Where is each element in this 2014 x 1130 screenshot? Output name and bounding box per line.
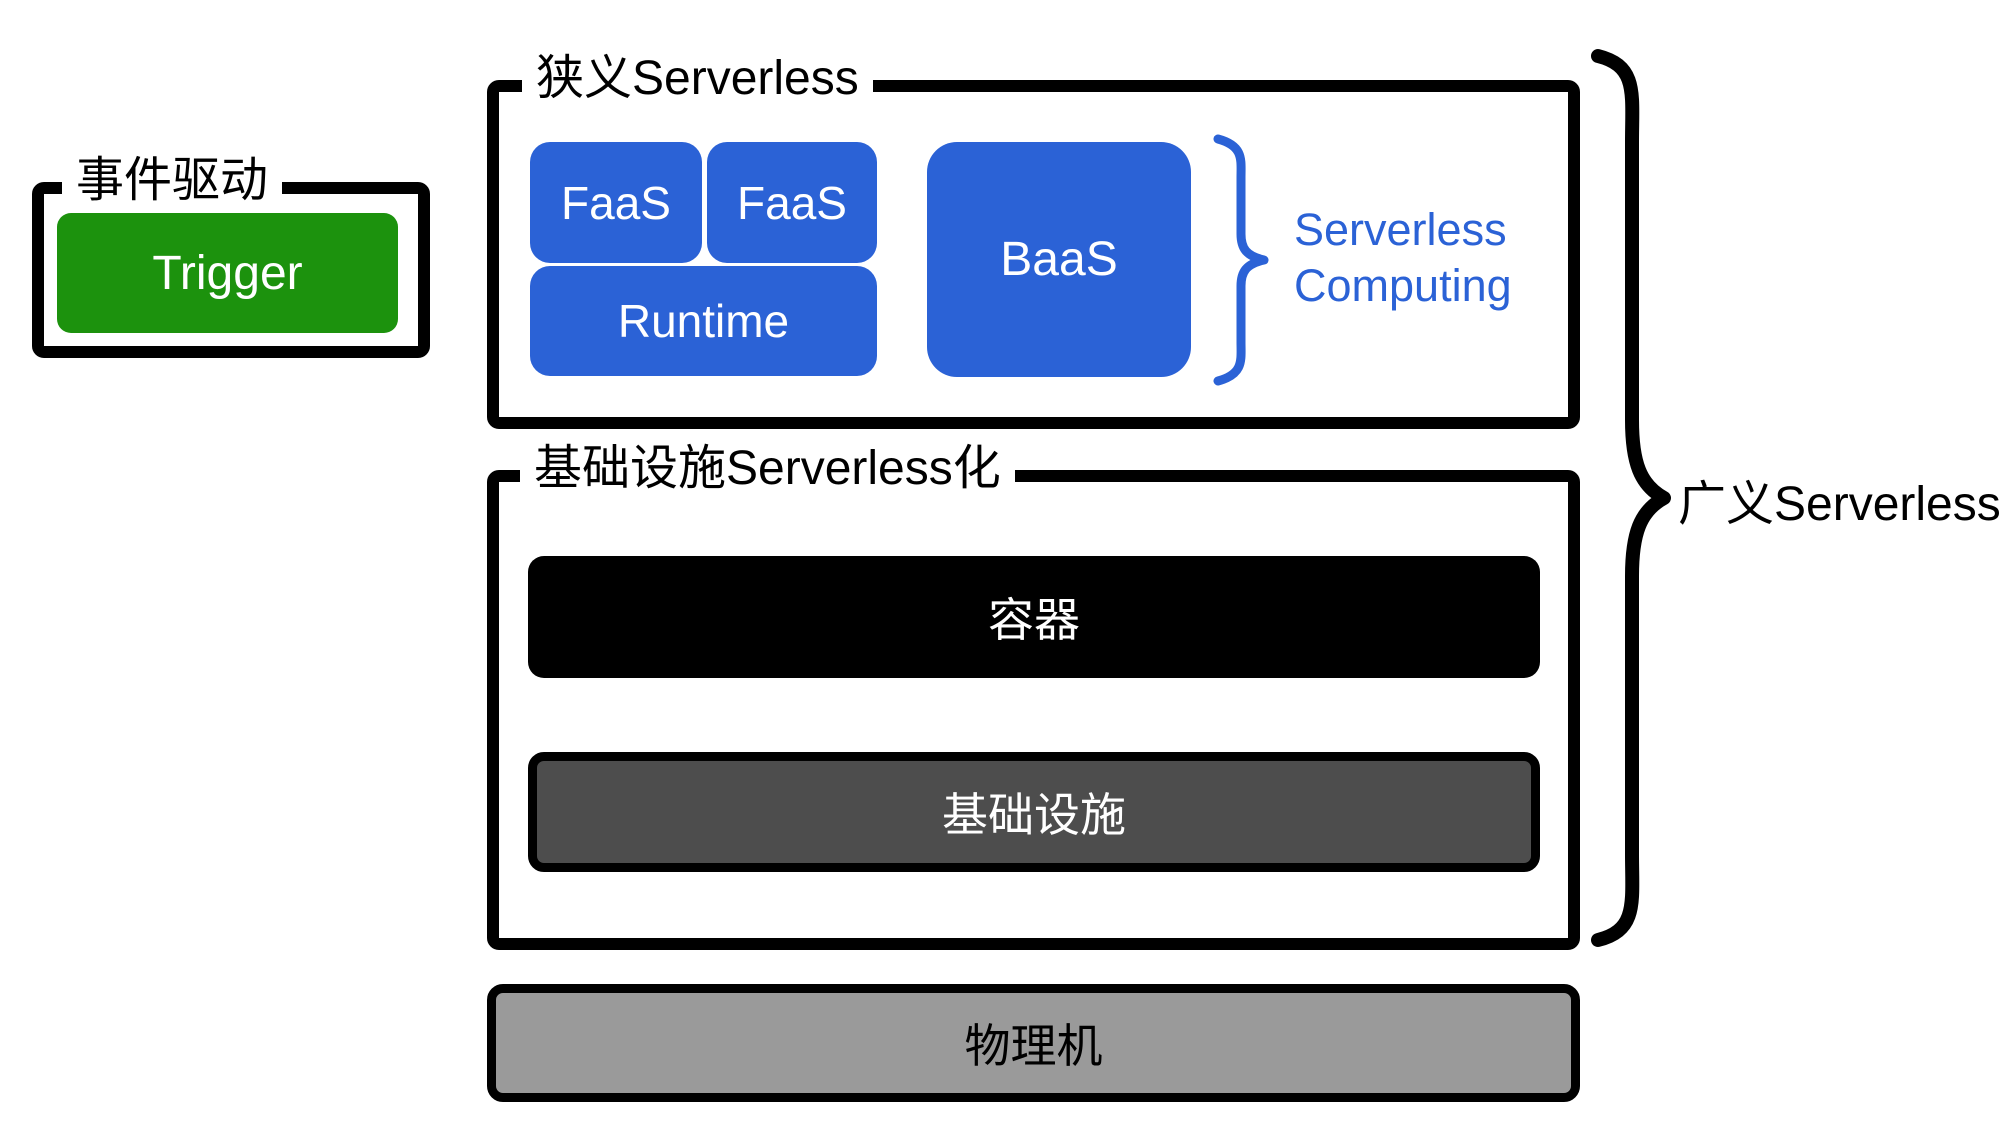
event-driven-label: 事件驱动 xyxy=(62,153,283,209)
serverless-computing-caption-line2: Computing xyxy=(1294,259,1512,311)
infrastructure-label: 基础设施 xyxy=(942,789,1126,841)
narrow-serverless-box xyxy=(487,80,1580,429)
faas-label: FaaS xyxy=(561,176,671,229)
serverless-computing-caption: Serverless Computing xyxy=(1294,202,1512,314)
trigger-label: Trigger xyxy=(152,246,303,300)
runtime-box: Runtime xyxy=(530,266,877,376)
baas-box: BaaS xyxy=(927,142,1191,377)
container-bar: 容器 xyxy=(528,556,1540,678)
broad-serverless-label: 广义Serverless xyxy=(1678,478,2001,531)
infra-serverless-box xyxy=(487,470,1580,950)
physical-machine-bar: 物理机 xyxy=(487,984,1580,1102)
faas-box-1: FaaS xyxy=(530,142,702,263)
serverless-computing-caption-line1: Serverless xyxy=(1294,204,1507,255)
faas-box-2: FaaS xyxy=(707,142,877,263)
serverless-computing-brace-icon xyxy=(1213,134,1269,386)
faas-label: FaaS xyxy=(737,176,847,229)
container-label: 容器 xyxy=(988,594,1080,646)
infra-serverless-label: 基础设施Serverless化 xyxy=(520,441,1015,497)
baas-label: BaaS xyxy=(1000,233,1118,286)
runtime-label: Runtime xyxy=(617,295,790,347)
infrastructure-bar: 基础设施 xyxy=(528,752,1540,872)
broad-serverless-brace-icon xyxy=(1591,49,1671,947)
physical-machine-label: 物理机 xyxy=(964,1020,1103,1072)
narrow-serverless-label: 狭义Serverless xyxy=(522,51,873,107)
trigger-box: Trigger xyxy=(57,213,398,333)
